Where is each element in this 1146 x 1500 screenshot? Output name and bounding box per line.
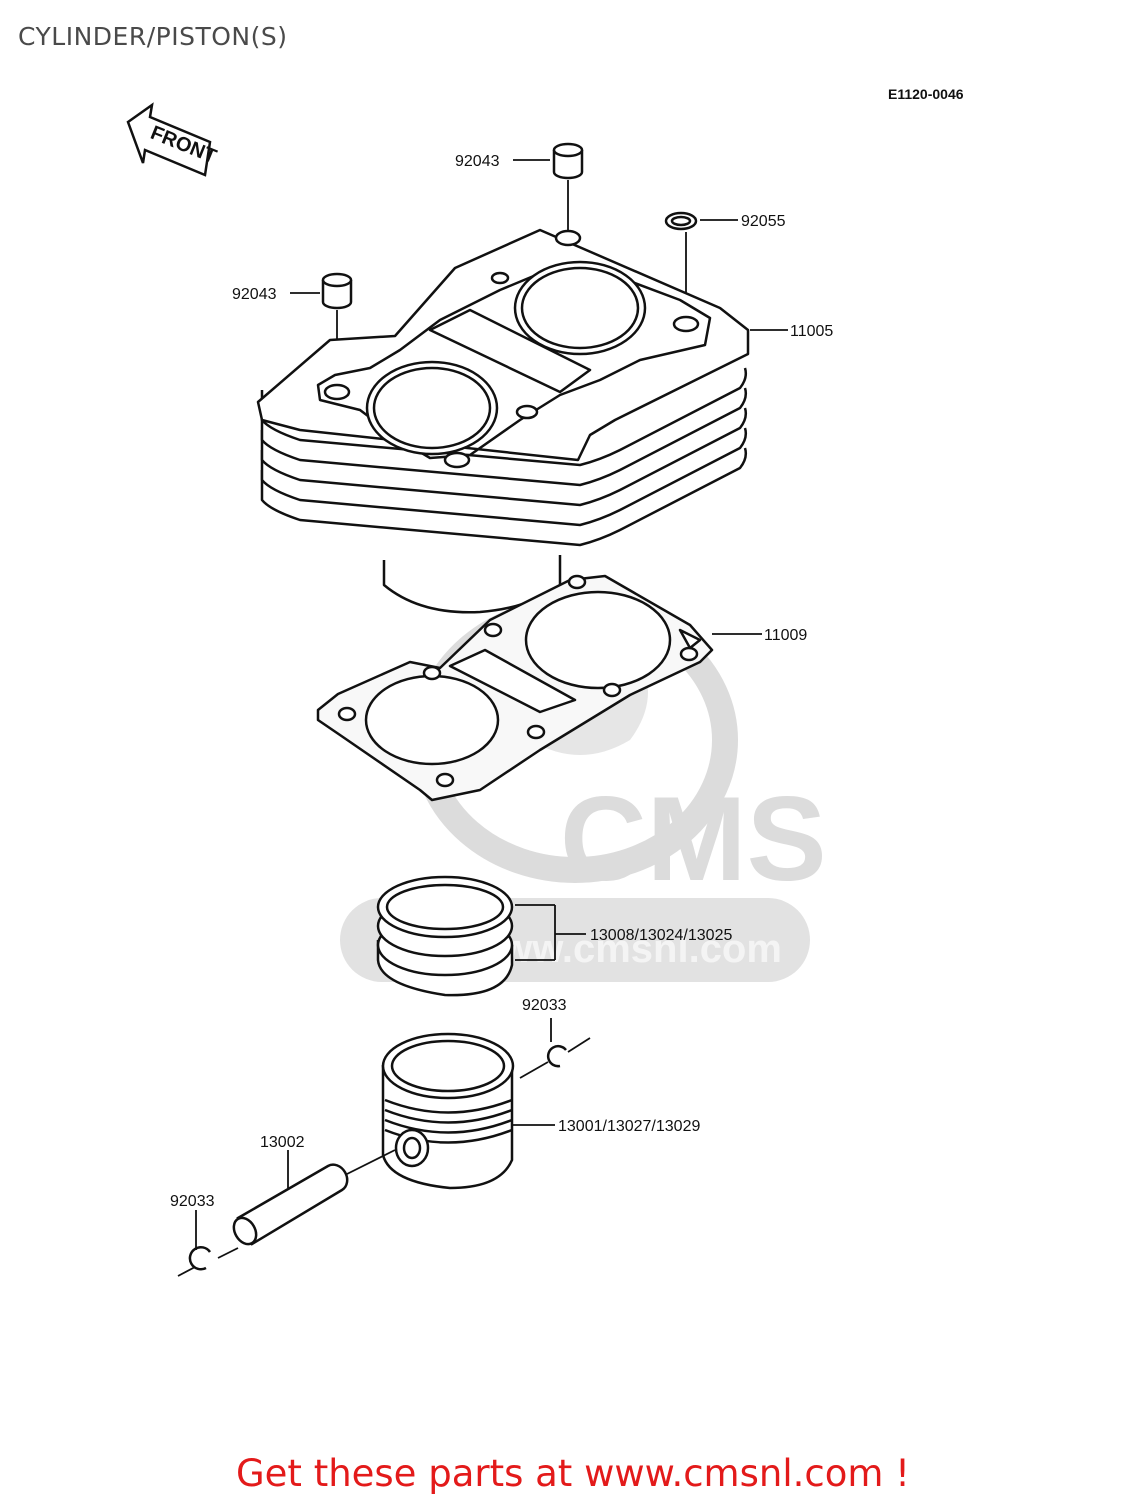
cylinder-block <box>256 228 750 614</box>
front-arrow-icon: FRONT <box>126 102 219 177</box>
label-cylinder: 11005 <box>790 323 833 340</box>
label-o-ring: 92055 <box>741 213 786 230</box>
label-piston-rings: 13008/13024/13025 <box>590 927 732 944</box>
circlip-right <box>519 1018 591 1079</box>
label-dowel-top: 92043 <box>455 153 500 170</box>
footer-link[interactable]: Get these parts at www.cmsnl.com ! <box>235 1452 910 1495</box>
label-gasket: 11009 <box>764 627 807 644</box>
page-title: CYLINDER/PISTON(S) <box>18 22 288 51</box>
leader-lines <box>290 159 788 635</box>
watermark-site: www.cmsnl.com <box>469 927 782 971</box>
label-dowel-left: 92043 <box>232 286 277 303</box>
circlip-left <box>177 1210 239 1277</box>
label-circlip-left: 92033 <box>170 1193 215 1210</box>
piston-ring-set <box>376 875 586 997</box>
dowel-pin-top <box>552 142 584 238</box>
label-circlip-right: 92033 <box>522 997 567 1014</box>
label-piston: 13001/13027/13029 <box>558 1118 700 1135</box>
cylinder-base-gasket <box>316 574 714 802</box>
piston-pin <box>232 1150 349 1246</box>
exploded-parts-diagram: CMS www.cmsnl.com FRONT <box>126 102 833 1277</box>
watermark-brand: CMS <box>560 772 827 906</box>
piston <box>344 1032 555 1190</box>
diagram-code: E1120-0046 <box>888 86 964 102</box>
label-piston-pin: 13002 <box>260 1134 305 1151</box>
